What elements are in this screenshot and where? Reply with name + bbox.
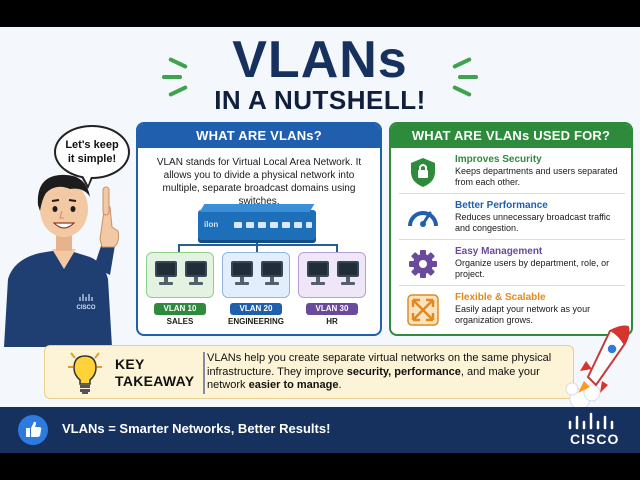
accent-dash bbox=[458, 75, 478, 79]
vlan-tag: VLAN 20 bbox=[230, 303, 282, 315]
network-wire bbox=[256, 244, 258, 252]
switch-port bbox=[306, 222, 312, 228]
takeaway-title: KEY TAKEAWAY bbox=[115, 356, 194, 390]
item-text: Keeps departments and users separated fr… bbox=[455, 166, 618, 187]
thumbs-up-glyph bbox=[26, 421, 42, 437]
thumbs-up-icon bbox=[18, 415, 48, 445]
list-item: Better Performance Reduces unnecessary b… bbox=[399, 196, 625, 240]
cisco-logo-bars bbox=[568, 412, 614, 430]
switch-port bbox=[246, 222, 254, 228]
computer-icon bbox=[155, 261, 177, 285]
computer-icon bbox=[185, 261, 207, 285]
cisco-logo-text: CISCO bbox=[570, 431, 620, 447]
list-item: Flexible & Scalable Easily adapt your ne… bbox=[399, 288, 625, 332]
item-title: Improves Security bbox=[455, 154, 542, 165]
key-takeaway-box: KEY TAKEAWAY VLANs help you create separ… bbox=[44, 345, 574, 399]
accent-dash bbox=[162, 75, 182, 79]
shield-lock-icon bbox=[411, 158, 435, 187]
takeaway-title-line: TAKEAWAY bbox=[115, 373, 195, 389]
footer-banner: VLANs = Smarter Networks, Better Results… bbox=[0, 407, 640, 453]
computer-icon bbox=[307, 261, 329, 285]
expand-arrows-icon bbox=[407, 294, 439, 326]
lightbulb-icon bbox=[68, 352, 102, 394]
computer-icon bbox=[337, 261, 359, 285]
takeaway-text-part: VLANs help you create separate virtual n… bbox=[207, 352, 552, 378]
panel-heading: WHAT ARE VLANs USED FOR? bbox=[391, 124, 631, 148]
switch-top bbox=[199, 204, 315, 212]
infographic: VLANs IN A NUTSHELL! CISCO Let's keep it… bbox=[0, 27, 640, 453]
computer-icon bbox=[261, 261, 283, 285]
network-wire bbox=[256, 240, 258, 246]
item-title: Flexible & Scalable bbox=[455, 292, 546, 303]
speedometer-icon bbox=[408, 211, 438, 227]
vlan-zone-sales bbox=[146, 252, 214, 298]
takeaway-text: VLANs help you create separate virtual n… bbox=[207, 352, 572, 393]
takeaway-text-part: , and make your network bbox=[207, 365, 540, 392]
switch-port bbox=[234, 222, 242, 228]
network-wire bbox=[178, 244, 180, 252]
bubble-line: Let's keep bbox=[65, 139, 119, 151]
switch-label: ilon bbox=[204, 220, 219, 229]
network-wire bbox=[178, 244, 338, 246]
item-title: Better Performance bbox=[455, 200, 548, 211]
title-sub: IN A NUTSHELL! bbox=[214, 85, 426, 115]
panel-vlan-uses: WHAT ARE VLANs USED FOR? Improves Securi… bbox=[389, 122, 633, 336]
item-title: Easy Management bbox=[455, 246, 543, 257]
shirt-logo-text: CISCO bbox=[76, 305, 95, 311]
network-wire bbox=[336, 244, 338, 252]
network-switch: ilon bbox=[198, 204, 316, 240]
item-text: Reduces unnecessary broadcast traffic an… bbox=[455, 212, 611, 233]
footer-text: VLANs = Smarter Networks, Better Results… bbox=[62, 421, 331, 436]
vlan-zone-hr bbox=[298, 252, 366, 298]
speech-bubble: Let's keep it simple! bbox=[54, 125, 130, 179]
panel-heading: WHAT ARE VLANs? bbox=[138, 124, 380, 148]
list-item: Easy Management Organize users by depart… bbox=[399, 242, 625, 286]
takeaway-bold: easier to manage bbox=[248, 379, 339, 391]
rocket-icon bbox=[565, 325, 630, 410]
takeaway-text-part: . bbox=[338, 379, 342, 391]
vlan-name: SALES bbox=[166, 317, 194, 326]
vlan-zone-engineering bbox=[222, 252, 290, 298]
computer-icon bbox=[231, 261, 253, 285]
vlan-tag: VLAN 30 bbox=[306, 303, 358, 315]
gear-icon bbox=[409, 250, 437, 278]
bubble-line: it simple! bbox=[67, 153, 117, 165]
switch-port bbox=[270, 222, 278, 228]
switch-port bbox=[258, 222, 266, 228]
switch-port bbox=[282, 222, 290, 228]
bubble-tail-inner bbox=[82, 174, 92, 185]
vlan-description: VLAN stands for Virtual Local Area Netwo… bbox=[156, 157, 362, 207]
title-main: VLANs bbox=[232, 31, 408, 89]
panel-what-are-vlans: WHAT ARE VLANs? VLAN stands for Virtual … bbox=[136, 122, 382, 336]
person-illustration: CISCO bbox=[4, 174, 119, 347]
vlan-name: ENGINEERING bbox=[227, 317, 284, 326]
item-text: Organize users by department, role, or p… bbox=[455, 258, 610, 279]
takeaway-title-line: KEY bbox=[115, 356, 145, 372]
vlan-tag: VLAN 10 bbox=[154, 303, 206, 315]
item-text: Easily adapt your network as your organi… bbox=[455, 304, 591, 325]
switch-port bbox=[294, 222, 302, 228]
vlan-name: HR bbox=[326, 317, 338, 326]
list-item: Improves Security Keeps departments and … bbox=[399, 150, 625, 194]
takeaway-bold: security, performance bbox=[346, 365, 461, 378]
takeaway-divider bbox=[203, 352, 205, 394]
